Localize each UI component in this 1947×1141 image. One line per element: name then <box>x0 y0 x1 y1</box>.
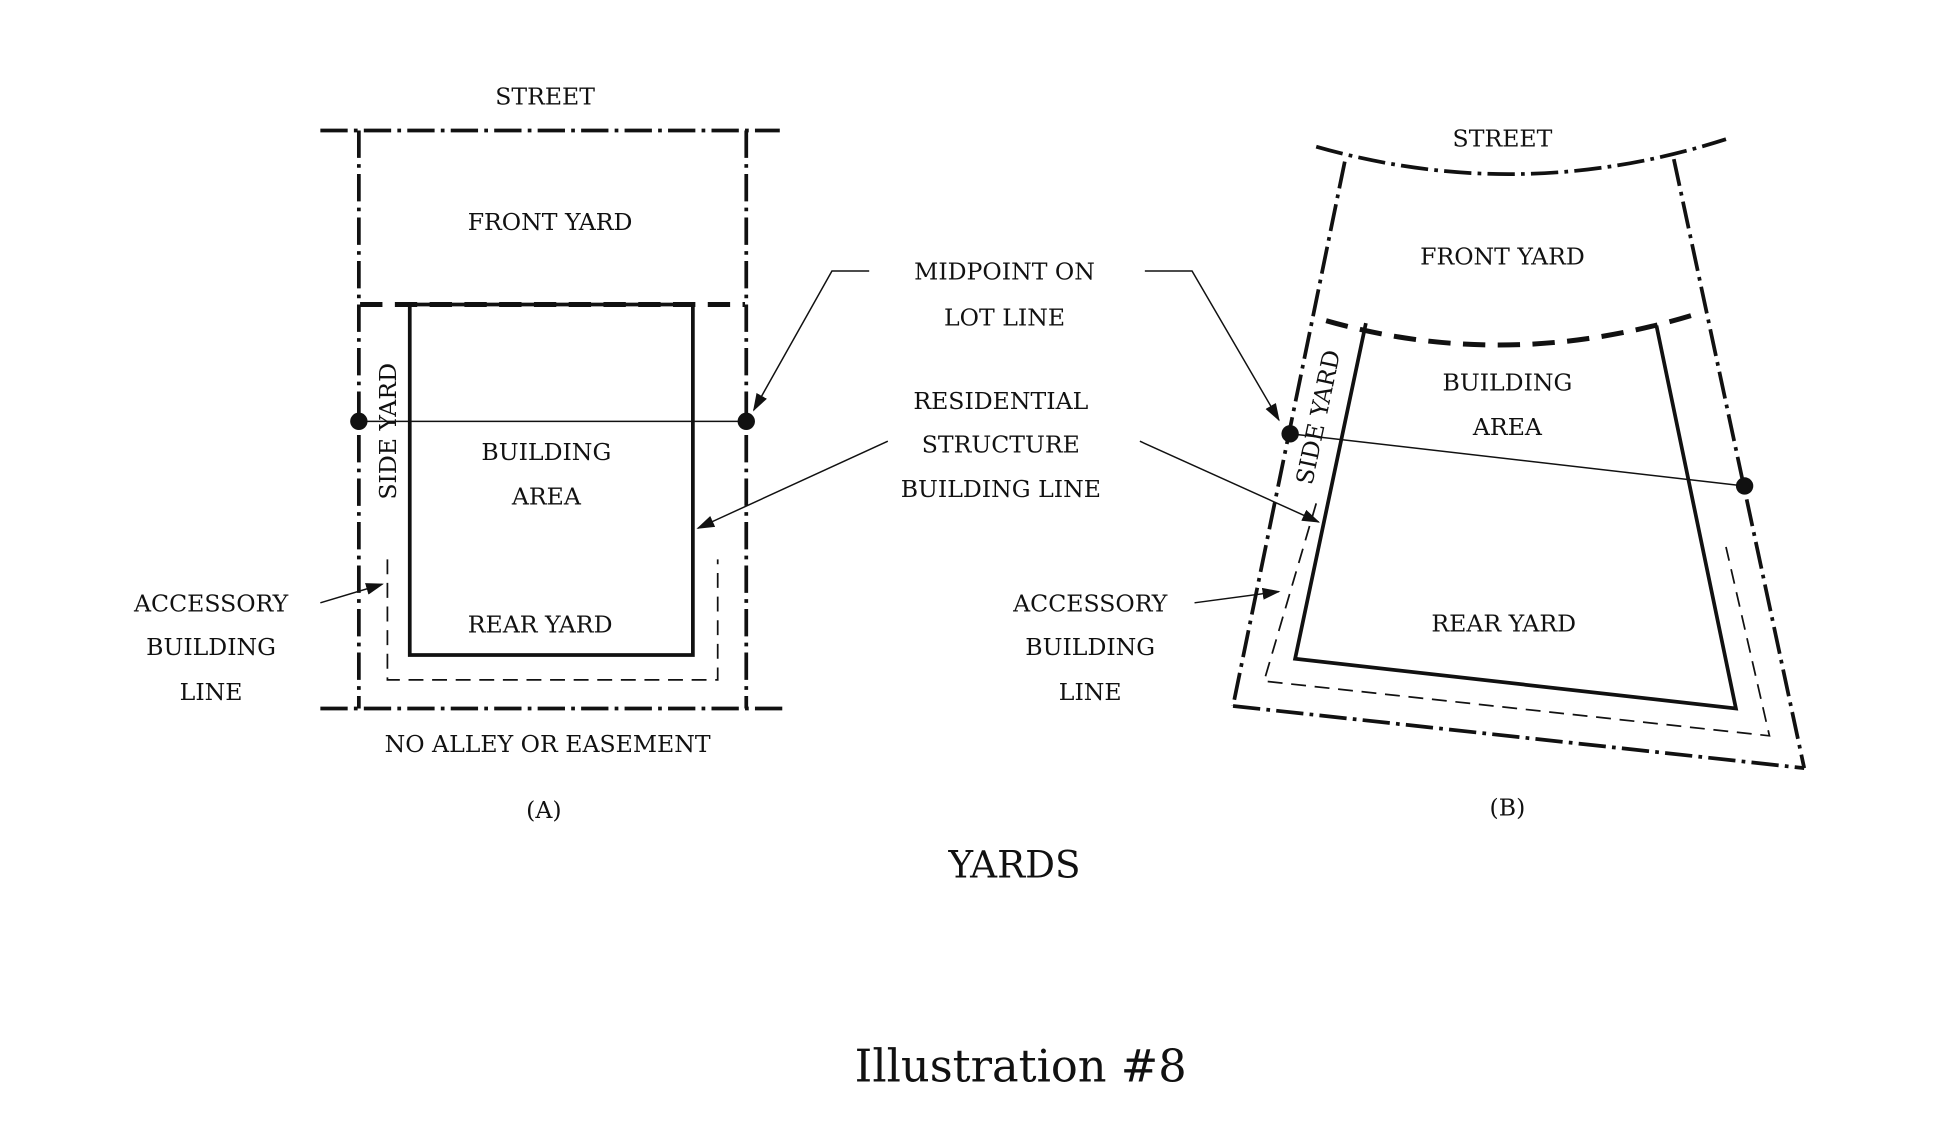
rear-yard-label: REAR YARD <box>1431 609 1576 637</box>
caption-b: (B) <box>1490 793 1526 821</box>
rear-yard-label: REAR YARD <box>468 611 613 639</box>
residential-label: RESIDENTIAL <box>913 387 1088 415</box>
front-yard-label: FRONT YARD <box>1420 243 1585 271</box>
rear-lot-line <box>1232 704 1805 770</box>
midpoint-line <box>1290 433 1745 487</box>
building-area-label: BUILDING <box>481 438 611 466</box>
building-area-label: AREA <box>1472 413 1543 441</box>
residential-label: BUILDING LINE <box>901 475 1101 503</box>
midpoint-arrow-b <box>1144 270 1280 422</box>
accessory-building-line <box>1262 503 1771 737</box>
front-setback-line <box>1325 310 1700 348</box>
accessory-label: ACCESSORY <box>133 590 289 618</box>
accessory-arrow <box>1194 587 1281 604</box>
residential-label: STRUCTURE <box>922 430 1080 458</box>
side-yard-label: SIDE YARD <box>374 363 402 500</box>
residential-arrow-b <box>1139 440 1321 523</box>
diagram-title: YARDS <box>947 842 1080 886</box>
midpoint-dot <box>1735 477 1754 495</box>
right-lot-line <box>1672 158 1807 769</box>
accessory-label: BUILDING <box>146 633 276 661</box>
midpoint-dot <box>1281 425 1299 443</box>
residential-arrow-a <box>696 440 889 529</box>
midpoint-dot <box>737 412 755 431</box>
midpoint-label: MIDPOINT ON <box>914 258 1095 286</box>
street-label: STREET <box>1453 125 1553 153</box>
accessory-arrow <box>320 583 384 604</box>
accessory-label: ACCESSORY <box>1012 590 1168 618</box>
side-yard-label: SIDE YARD <box>1290 347 1346 486</box>
street-lot-line <box>1315 137 1727 176</box>
building-area-label: BUILDING <box>1442 368 1572 396</box>
front-yard-label: FRONT YARD <box>468 208 633 236</box>
no-alley-label: NO ALLEY OR EASEMENT <box>385 730 711 758</box>
illustration-label: Illustration #8 <box>855 1039 1187 1092</box>
accessory-label: LINE <box>180 678 243 706</box>
building-line <box>1292 322 1739 711</box>
diagram-a: STREET FRONT YARD SIDE YARD BUILDING ARE… <box>133 82 788 824</box>
diagram-b: STREET FRONT YARD SIDE YARD BUILDING ARE… <box>1012 125 1807 821</box>
building-line <box>407 302 695 657</box>
accessory-label: BUILDING <box>1025 633 1155 661</box>
caption-a: (A) <box>526 796 561 824</box>
callouts: MIDPOINT ON LOT LINE RESIDENTIAL STRUCTU… <box>696 258 1321 529</box>
street-label: STREET <box>495 82 595 110</box>
accessory-label: LINE <box>1059 678 1122 706</box>
midpoint-arrow-a <box>752 270 870 412</box>
midpoint-label: LOT LINE <box>944 304 1065 332</box>
building-area-label: AREA <box>511 483 582 511</box>
midpoint-dot <box>350 412 368 431</box>
accessory-building-line <box>386 559 719 681</box>
